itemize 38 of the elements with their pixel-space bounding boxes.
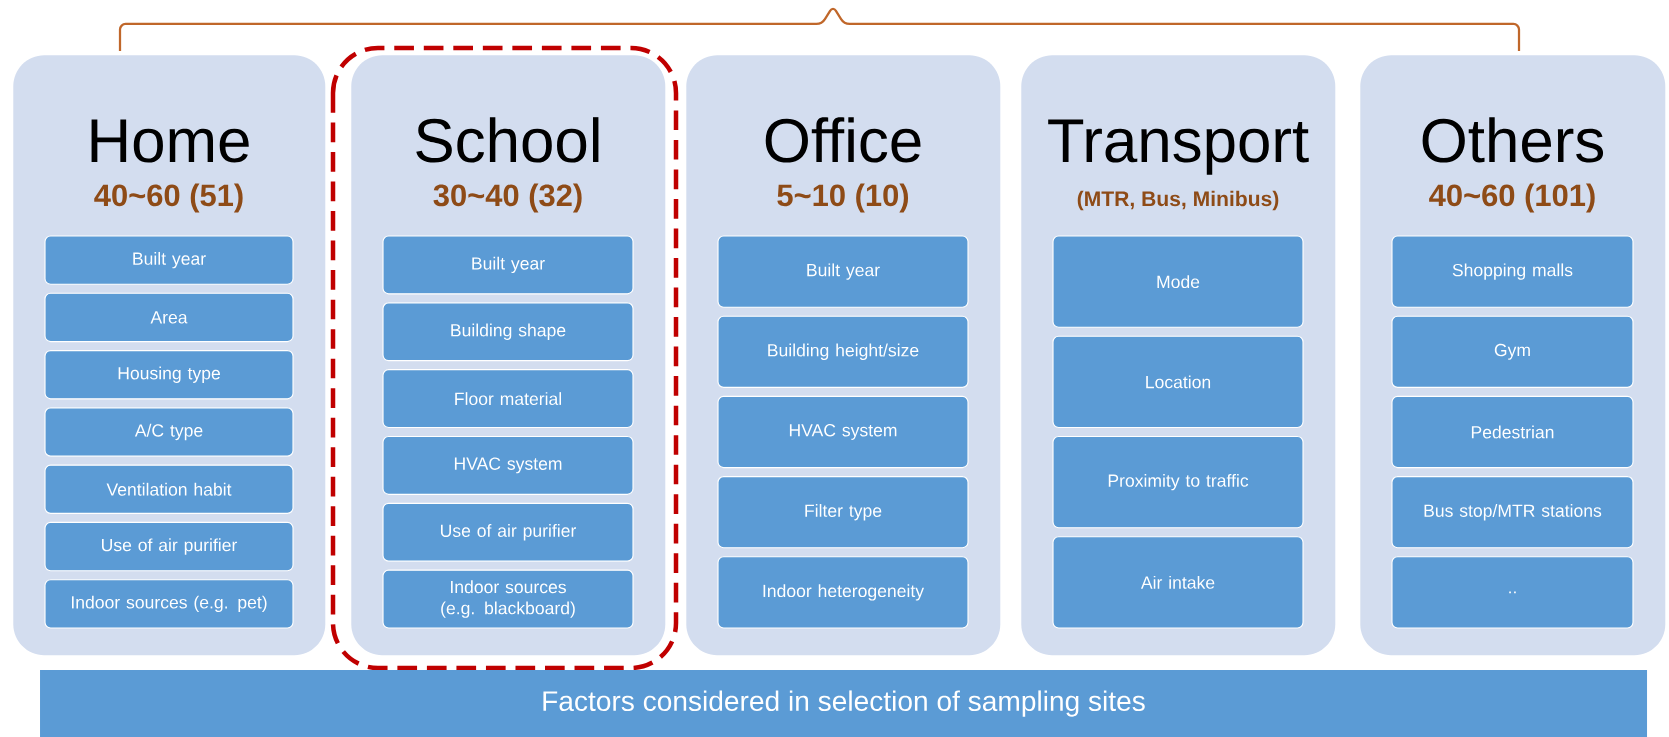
factor-box: Shopping malls (1391, 235, 1634, 308)
factor-box: Building height/size (717, 315, 969, 388)
factor-box: Built year (382, 235, 634, 295)
site-count: (MTR, Bus, Minibus) (1077, 190, 1279, 211)
factor-box: Mode (1052, 235, 1304, 328)
factor-box: Indoor sources (e.g. pet) (44, 579, 294, 629)
factor-box: Gym (1391, 315, 1634, 388)
factor-box: A/C type (44, 407, 294, 457)
factor-box: Use of air purifier (382, 502, 634, 562)
category-title: Transport (1048, 119, 1309, 175)
factor-box: Air intake (1052, 536, 1304, 629)
factor-box: Bus stop/MTR stations (1391, 476, 1634, 549)
factor-box: Floor material (382, 369, 634, 429)
factor-box: Indoor heterogeneity (717, 556, 969, 629)
category-title: Home (91, 119, 249, 163)
factor-box: Area (44, 292, 294, 343)
factor-box: .. (1391, 556, 1634, 629)
category-title: Office (765, 117, 921, 163)
site-count: 30~40 (32) (433, 183, 582, 213)
factor-box: Use of air purifier (44, 521, 294, 572)
category-title: School (416, 117, 599, 163)
factor-box: Housing type (44, 350, 294, 400)
site-count: 40~60 (101) (1429, 183, 1595, 213)
factor-box: Built year (44, 235, 294, 285)
factor-box: Pedestrian (1391, 395, 1634, 469)
banner-bar: Factors considered in selection of sampling sites (40, 670, 1648, 737)
factor-box: Proximity to traffic (1052, 435, 1304, 529)
factor-box: Ventilation habit (44, 464, 294, 514)
factor-box: Building shape (382, 302, 634, 362)
factor-box: Filter type (717, 476, 969, 549)
factor-box: HVAC system (717, 395, 969, 469)
category-title: Others (1422, 117, 1604, 163)
factor-box: Indoor sources (e.g. blackboard) (382, 569, 634, 629)
site-count: 40~60 (51) (94, 183, 243, 213)
factor-box: HVAC system (382, 435, 634, 495)
site-count: 5~10 (10) (777, 183, 909, 213)
factor-box: Location (1052, 335, 1304, 429)
factor-box: Built year (717, 235, 969, 308)
